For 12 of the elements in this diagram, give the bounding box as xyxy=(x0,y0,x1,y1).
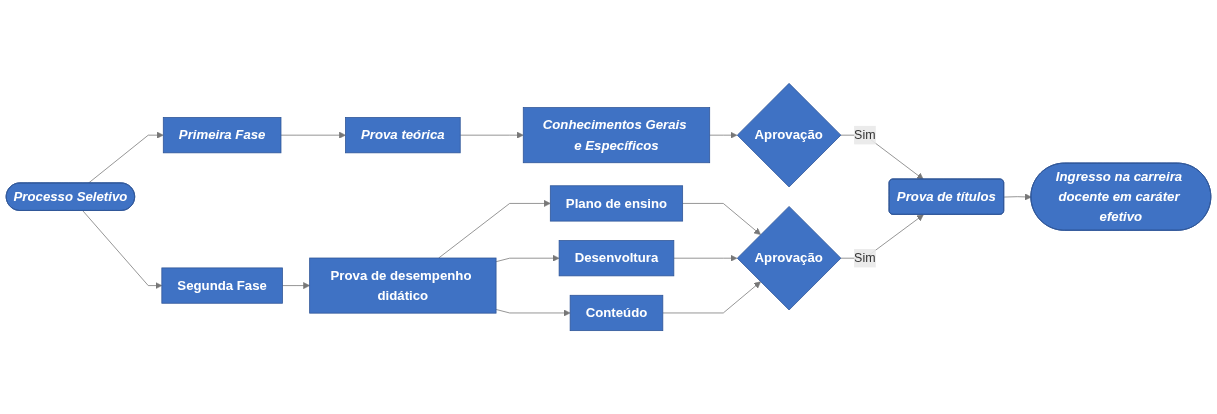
node-box: Prova de desempenho didático xyxy=(309,257,497,314)
node-diamond: Aprovação xyxy=(736,206,842,311)
node-box: Segunda Fase xyxy=(161,267,283,304)
node-diamond: Aprovação xyxy=(736,82,842,188)
edge-label: Sim xyxy=(854,251,876,265)
node-box: Desenvoltura xyxy=(558,240,675,277)
node-box: Plano de ensino xyxy=(549,185,684,222)
node-box: Primeira Fase xyxy=(162,117,282,154)
edge-label: Sim xyxy=(854,128,876,142)
node-box: Prova teórica xyxy=(345,117,461,154)
node-box: Conteúdo xyxy=(569,294,664,332)
node-box: Conhecimentos Gerais e Específicos xyxy=(522,107,711,164)
